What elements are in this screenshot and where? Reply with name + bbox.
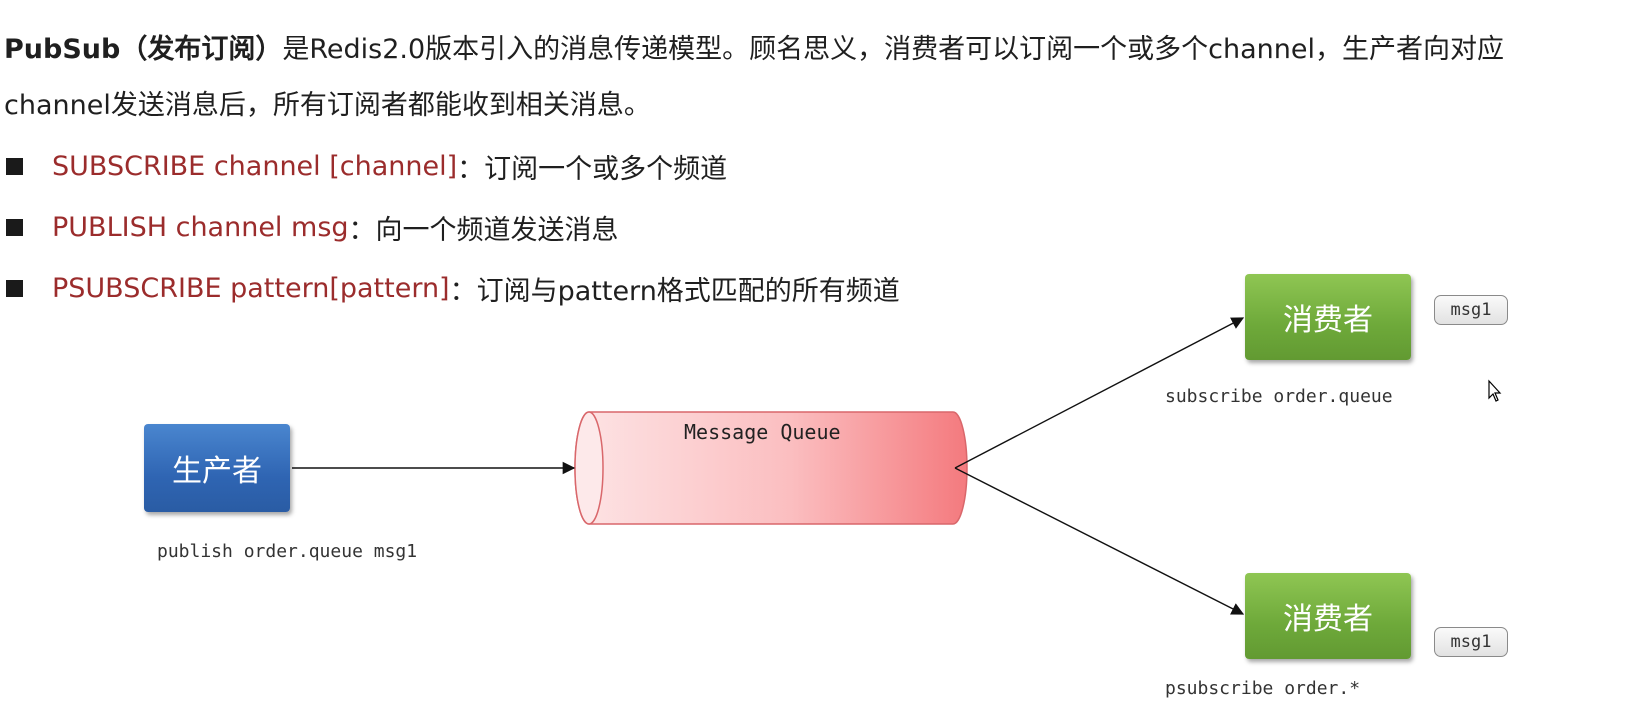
command-description: ：订阅一个或多个频道	[457, 154, 728, 185]
mouse-cursor-icon	[1488, 379, 1502, 402]
intro-title: PubSub（发布订阅）	[4, 34, 283, 65]
message-badge-1: msg1	[1434, 295, 1508, 325]
publish-command-label: publish order.queue msg1	[157, 541, 418, 562]
square-bullet-icon	[6, 158, 23, 175]
square-bullet-icon	[6, 280, 23, 297]
message-badge-2: msg1	[1434, 627, 1508, 657]
command-item: PSUBSCRIBE pattern[pattern] ：订阅与pattern格…	[4, 258, 900, 319]
command-description: ：订阅与pattern格式匹配的所有频道	[449, 276, 900, 307]
message-queue-cylinder	[574, 411, 968, 525]
command-item: SUBSCRIBE channel [channel] ：订阅一个或多个频道	[4, 136, 900, 197]
queue-to-consumer-2-arrow	[954, 467, 1245, 615]
command-description: ：向一个频道发送消息	[348, 215, 619, 246]
command-syntax: SUBSCRIBE channel [channel]	[52, 151, 458, 182]
queue-to-consumer-1-arrow	[954, 317, 1245, 469]
command-syntax: PUBLISH channel msg	[52, 212, 349, 243]
command-syntax: PSUBSCRIBE pattern[pattern]	[52, 273, 450, 304]
intro-paragraph: PubSub（发布订阅）是Redis2.0版本引入的消息传递模型。顾名思义，消费…	[4, 22, 1564, 134]
consumer-node-1: 消费者	[1245, 274, 1411, 360]
intro-text: 是Redis2.0版本引入的消息传递模型。顾名思义，消费者可以订阅一个或多个ch…	[4, 34, 1504, 121]
command-list: SUBSCRIBE channel [channel] ：订阅一个或多个频道 P…	[4, 136, 900, 319]
consumer-node-2: 消费者	[1245, 573, 1411, 659]
command-item: PUBLISH channel msg ：向一个频道发送消息	[4, 197, 900, 258]
subscribe-command-label: subscribe order.queue	[1165, 386, 1393, 407]
queue-label: Message Queue	[684, 420, 841, 444]
square-bullet-icon	[6, 219, 23, 236]
producer-node: 生产者	[144, 424, 290, 512]
psubscribe-command-label: psubscribe order.*	[1165, 678, 1361, 699]
